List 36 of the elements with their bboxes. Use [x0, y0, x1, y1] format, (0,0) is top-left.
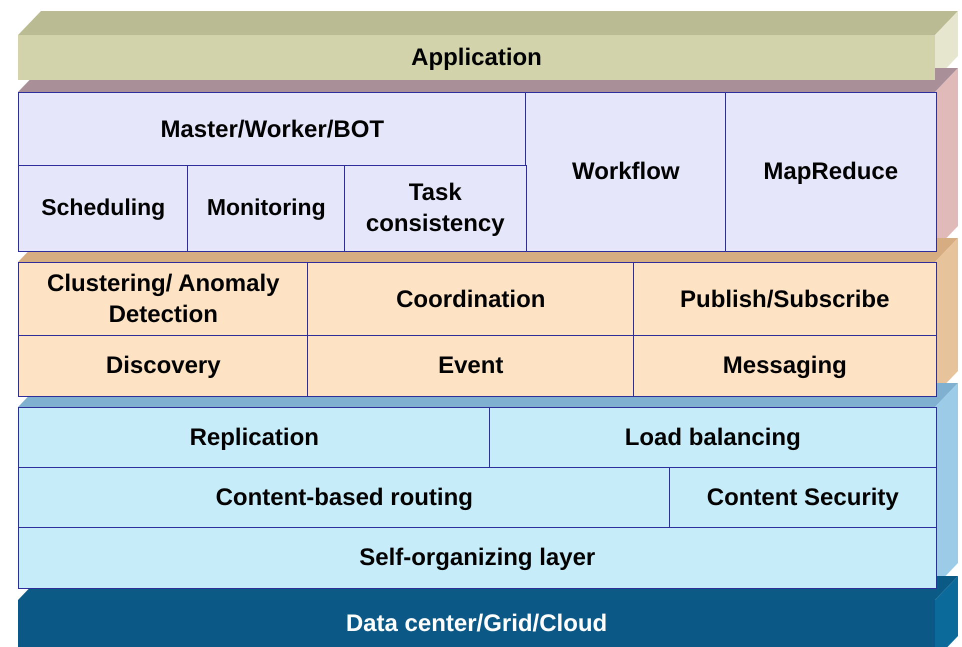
layer-label: Data center/Grid/Cloud [346, 608, 608, 639]
layer-box [18, 335, 308, 396]
layer-box [725, 92, 936, 252]
layer-box [633, 262, 936, 336]
layer-label: Content-based routing [216, 483, 473, 514]
layer-label: Task consistency [364, 178, 506, 240]
layer-box [18, 467, 670, 528]
layer-label: Monitoring [206, 193, 326, 222]
layer-label: Master/Worker/BOT [160, 114, 384, 145]
layer-label: Clustering/ Anomaly Detection [46, 269, 280, 330]
layer-box [633, 335, 936, 396]
layer-label: Messaging [722, 351, 847, 382]
layer-box [18, 92, 526, 166]
layer-label: Replication [190, 423, 319, 454]
layer-box [307, 262, 634, 336]
layer-box [525, 92, 726, 252]
layer-box [669, 467, 936, 528]
layer-box [18, 165, 188, 252]
layer-label: Load balancing [624, 423, 801, 454]
layer-box [344, 165, 526, 252]
layer-box [18, 262, 308, 336]
layer-box [307, 335, 634, 396]
layer-label: Coordination [396, 284, 546, 315]
layer-label: Self-organizing layer [359, 543, 596, 574]
layer-label: Workflow [572, 157, 680, 188]
layer-label: Content Security [706, 483, 899, 514]
layer-label: Scheduling [41, 193, 166, 222]
layer-box [489, 407, 936, 468]
layer-label: Discovery [106, 351, 221, 382]
layer-box [187, 165, 346, 252]
layer-label: Publish/Subscribe [680, 284, 890, 315]
layer-label: Application [411, 42, 542, 73]
layer-label: Event [438, 351, 504, 382]
layer-label: MapReduce [763, 157, 898, 188]
layer-box [18, 527, 936, 588]
layer-box [18, 407, 490, 468]
